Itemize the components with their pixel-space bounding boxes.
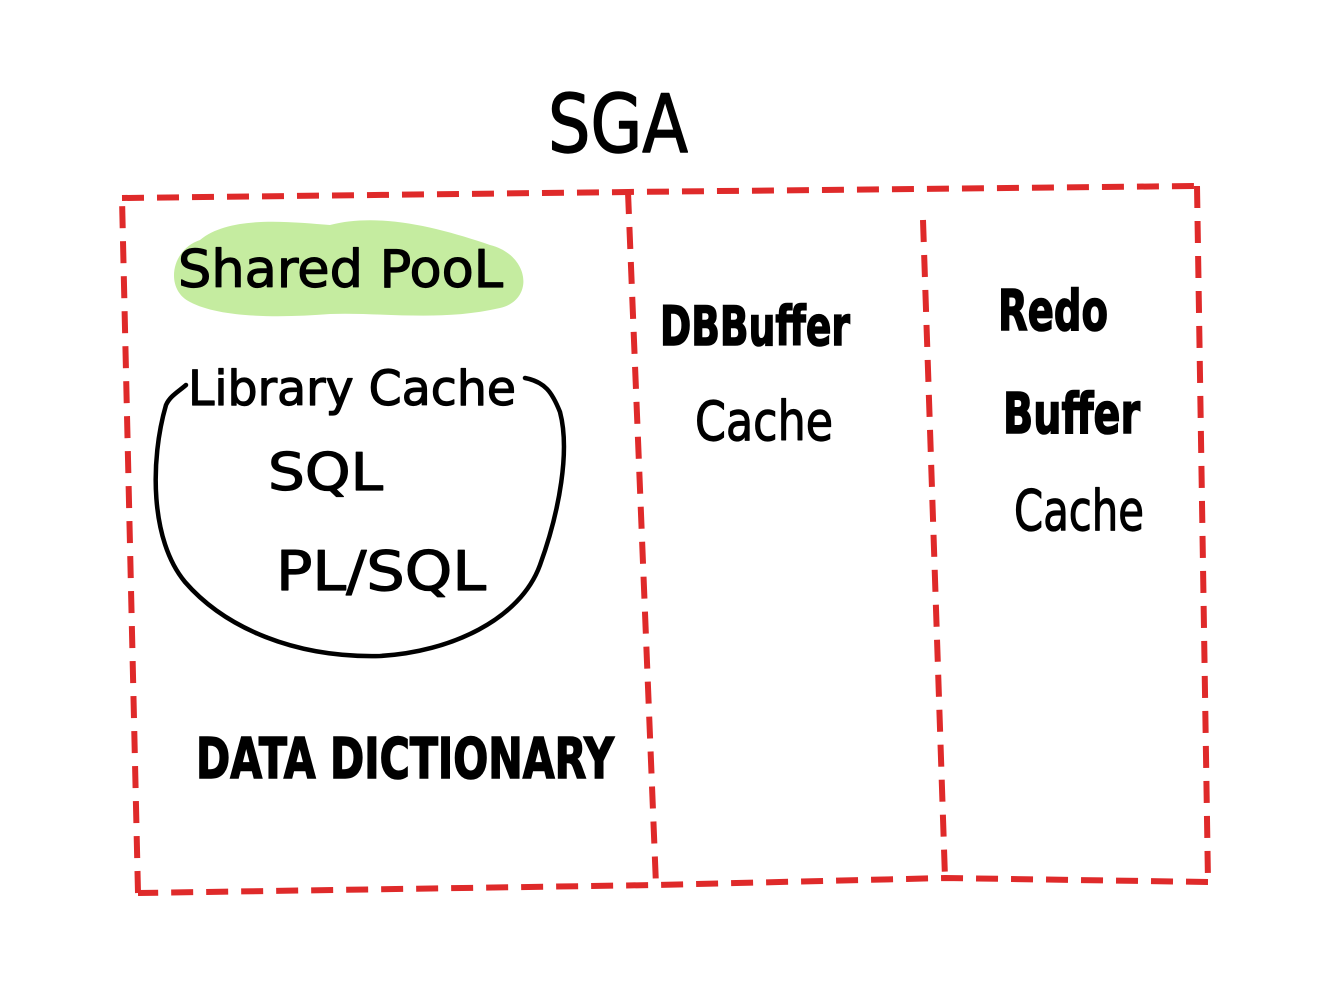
db-buffer-label-line-1: DBBuffer <box>660 295 850 358</box>
redo-label-line-1: Redo <box>998 279 1108 344</box>
library-cache-label: Library Cache <box>188 361 516 417</box>
shared-pool-section: Shared PooL Library Cache SQL PL/SQL DAT… <box>153 220 616 793</box>
divider-db-buffer-redo <box>920 219 948 879</box>
frame-left-edge <box>119 197 141 894</box>
frame-bottom-edge <box>137 874 1209 896</box>
divider-shared-pool-db-buffer <box>625 191 659 886</box>
library-cache-boundary-curve <box>153 375 567 659</box>
db-buffer-label-line-2: Cache <box>695 390 833 453</box>
redo-label-line-2: Buffer <box>1003 382 1140 447</box>
library-cache-item-plsql: PL/SQL <box>276 540 486 603</box>
shared-pool-highlight <box>173 220 524 317</box>
data-dictionary-label: DATA DICTIONARY <box>196 727 615 792</box>
library-cache-group: Library Cache SQL PL/SQL <box>153 360 567 659</box>
frame-top-edge <box>121 183 1198 201</box>
shared-pool-label: Shared PooL <box>178 240 503 300</box>
frame-right-edge <box>1194 185 1211 883</box>
db-buffer-cache-section: DBBuffer Cache <box>659 294 851 453</box>
library-cache-item-sql: SQL <box>268 443 383 503</box>
redo-buffer-cache-section: Redo Buffer Cache <box>997 278 1144 544</box>
sga-title: SGA <box>548 78 688 171</box>
redo-label-line-3: Cache <box>1014 479 1144 544</box>
